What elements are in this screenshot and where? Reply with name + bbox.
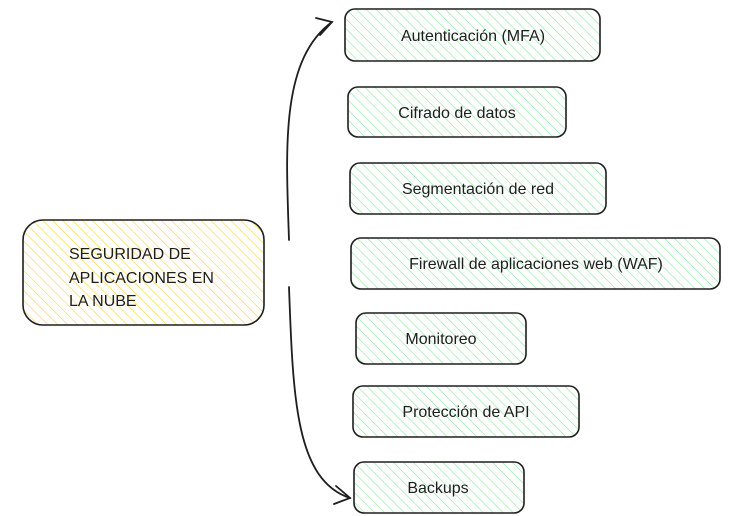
branch-node-proteccion-api[interactable]: Protección de API — [352, 385, 580, 438]
connector-arrow-bottom — [288, 286, 351, 499]
branch-node-autenticacion[interactable]: Autenticación (MFA) — [344, 8, 601, 62]
branch-label: Protección de API — [402, 404, 529, 421]
connector-arrow-top — [286, 21, 333, 241]
root-line-3: LA NUBE — [69, 293, 137, 310]
branch-node-backups[interactable]: Backups — [353, 461, 525, 514]
connectors — [286, 17, 352, 505]
branch-label: Autenticación (MFA) — [401, 28, 545, 45]
branch-label: Monitoreo — [405, 331, 476, 348]
branch-node-cifrado[interactable]: Cifrado de datos — [347, 86, 567, 138]
branch-label: Backups — [407, 480, 468, 497]
branch-node-waf[interactable]: Firewall de aplicaciones web (WAF) — [350, 237, 721, 290]
branch-node-segmentacion[interactable]: Segmentación de red — [349, 162, 607, 215]
root-line-2: APLICACIONES EN — [69, 270, 214, 287]
branch-label: Segmentación de red — [402, 181, 554, 198]
arrowhead-bottom — [333, 485, 352, 505]
branch-label: Firewall de aplicaciones web (WAF) — [409, 256, 663, 273]
branch-label: Cifrado de datos — [398, 105, 515, 122]
root-line-1: SEGURIDAD DE — [69, 246, 191, 263]
arrowhead-top — [315, 17, 334, 36]
branch-node-monitoreo[interactable]: Monitoreo — [355, 312, 527, 365]
root-node[interactable]: SEGURIDAD DE APLICACIONES EN LA NUBE — [22, 219, 265, 326]
